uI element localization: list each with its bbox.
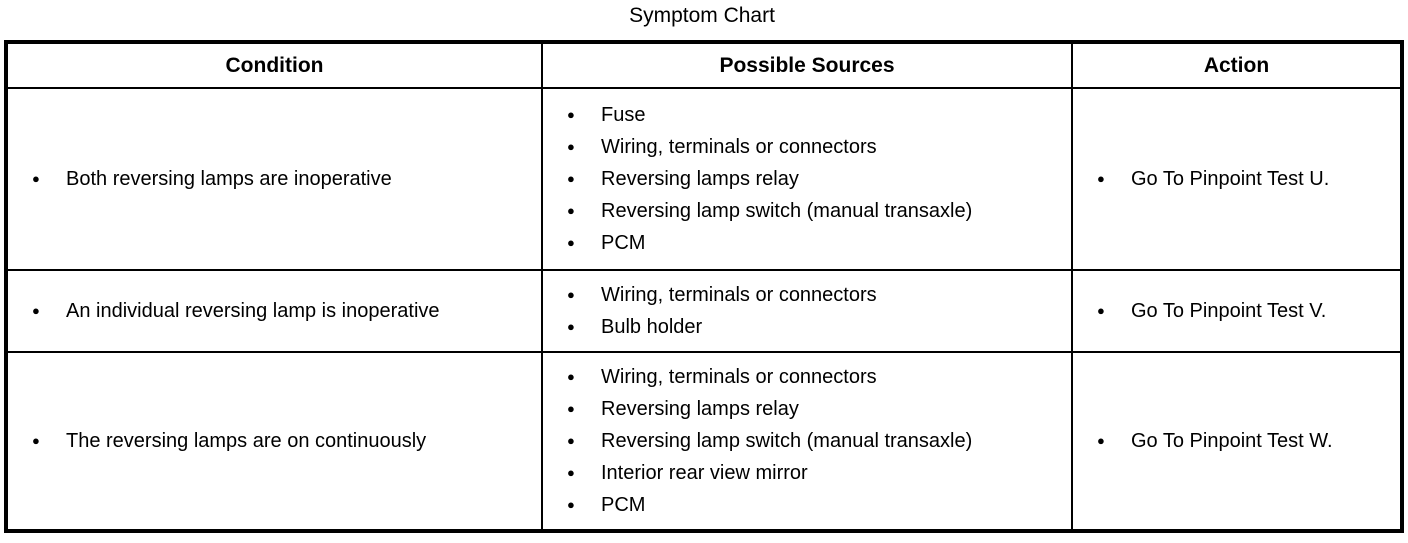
item-text: Fuse — [601, 104, 646, 126]
bullet-icon: ● — [567, 319, 575, 334]
possible-sources-cell: ● Wiring, terminals or connectors ● Reversi… — [541, 351, 1073, 532]
possible-sources-cell: ● Fuse ● Wiring, terminals or connectors ● Re… — [541, 87, 1073, 271]
bullet-icon: ● — [32, 433, 40, 448]
bullet-icon: ● — [567, 235, 575, 250]
bullet-list-item: ● Reversing lamp switch (manual transaxle… — [567, 195, 1061, 227]
column-header-action: Action — [1071, 41, 1403, 89]
bullet-icon: ● — [1097, 171, 1105, 186]
bullet-icon: ● — [1097, 303, 1105, 318]
page-title: Symptom Chart — [629, 4, 775, 27]
bullet-icon: ● — [1097, 433, 1105, 448]
item-text: PCM — [601, 494, 646, 516]
condition-cell: ● An individual reversing lamp is inopera… — [5, 269, 543, 353]
table-row: ● An individual reversing lamp is inopera… — [5, 269, 1403, 353]
bullet-icon: ● — [567, 369, 575, 384]
item-text: The reversing lamps are on continuously — [66, 430, 427, 452]
bullet-list-item: ● Fuse — [567, 99, 1061, 131]
item-text: Reversing lamp switch (manual transaxle) — [601, 430, 973, 452]
bullet-list-item: ● Both reversing lamps are inoperative — [32, 163, 531, 195]
bullet-list-item: ● Wiring, terminals or connectors — [567, 131, 1061, 163]
possible-sources-cell: ● Wiring, terminals or connectors ● Bulb ho… — [541, 269, 1073, 353]
item-text: Both reversing lamps are inoperative — [66, 168, 392, 190]
bullet-icon: ● — [567, 433, 575, 448]
bullet-icon: ● — [32, 303, 40, 318]
item-text: Go To Pinpoint Test V. — [1131, 300, 1327, 322]
bullet-list-item: ● Reversing lamps relay — [567, 163, 1061, 195]
item-text: An individual reversing lamp is inoperat… — [66, 300, 440, 322]
action-cell: ● Go To Pinpoint Test U. — [1071, 87, 1403, 271]
action-cell: ● Go To Pinpoint Test W. — [1071, 351, 1403, 532]
symptom-table-body: ● Both reversing lamps are inoperative ● Fu… — [5, 87, 1403, 532]
bullet-icon: ● — [567, 401, 575, 416]
action-cell: ● Go To Pinpoint Test V. — [1071, 269, 1403, 353]
bullet-icon: ● — [567, 139, 575, 154]
bullet-icon: ● — [567, 497, 575, 512]
bullet-icon: ● — [567, 465, 575, 480]
bullet-list-item: ● Go To Pinpoint Test V. — [1097, 295, 1390, 327]
bullet-list-item: ● Wiring, terminals or connectors — [567, 361, 1061, 393]
bullet-icon: ● — [567, 107, 575, 122]
bullet-list-item: ● Bulb holder — [567, 311, 1061, 343]
bullet-icon: ● — [567, 287, 575, 302]
condition-cell: ● Both reversing lamps are inoperative — [5, 87, 543, 271]
bullet-list-item: ● An individual reversing lamp is inopera… — [32, 295, 531, 327]
item-text: Interior rear view mirror — [601, 462, 808, 484]
item-text: PCM — [601, 232, 646, 254]
bullet-list-item: ● Go To Pinpoint Test U. — [1097, 163, 1390, 195]
bullet-list-item: ● Interior rear view mirror — [567, 457, 1061, 489]
bullet-list-item: ● Reversing lamp switch (manual transaxle… — [567, 425, 1061, 457]
item-text: Wiring, terminals or connectors — [601, 136, 877, 158]
item-text: Wiring, terminals or connectors — [601, 284, 877, 306]
item-text: Reversing lamp switch (manual transaxle) — [601, 200, 973, 222]
table-row: ● The reversing lamps are on continuously… — [5, 351, 1403, 532]
bullet-icon: ● — [567, 203, 575, 218]
item-text: Reversing lamps relay — [601, 398, 799, 420]
item-text: Go To Pinpoint Test W. — [1131, 430, 1333, 452]
item-text: Bulb holder — [601, 316, 703, 338]
bullet-list-item: ● The reversing lamps are on continuously — [32, 425, 531, 457]
bullet-list-item: ● Go To Pinpoint Test W. — [1097, 425, 1390, 457]
column-header-condition: Condition — [5, 41, 543, 89]
bullet-list-item: ● PCM — [567, 227, 1061, 259]
symptom-chart-table: Condition Possible Sources Action ● Both … — [4, 40, 1404, 533]
bullet-list-item: ● PCM — [567, 489, 1061, 521]
item-text: Wiring, terminals or connectors — [601, 366, 877, 388]
table-header-row: Condition Possible Sources Action — [5, 41, 1403, 89]
bullet-icon: ● — [567, 171, 575, 186]
item-text: Reversing lamps relay — [601, 168, 799, 190]
column-header-possible-sources: Possible Sources — [541, 41, 1073, 89]
table-row: ● Both reversing lamps are inoperative ● Fu… — [5, 87, 1403, 271]
item-text: Go To Pinpoint Test U. — [1131, 168, 1330, 190]
bullet-icon: ● — [32, 171, 40, 186]
condition-cell: ● The reversing lamps are on continuously — [5, 351, 543, 532]
bullet-list-item: ● Wiring, terminals or connectors — [567, 279, 1061, 311]
bullet-list-item: ● Reversing lamps relay — [567, 393, 1061, 425]
